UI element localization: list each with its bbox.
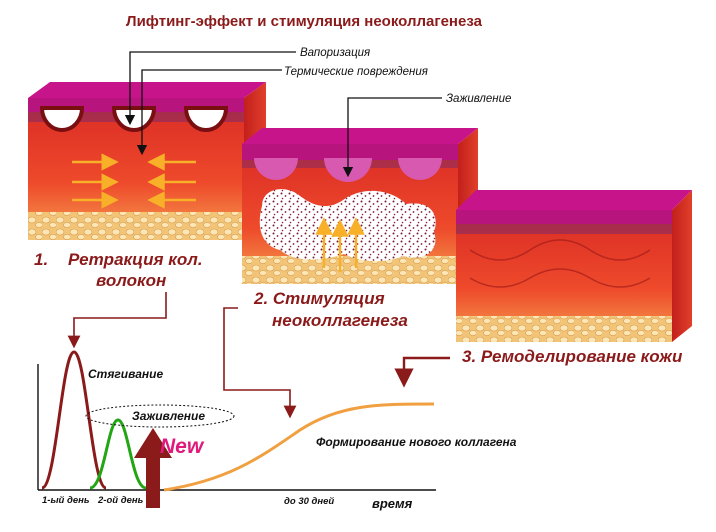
- x-axis-label: время: [372, 496, 413, 511]
- new-badge: New: [160, 435, 205, 458]
- label-thermal-damage: Термические повреждения: [284, 66, 428, 78]
- page-title: Лифтинг-эффект и стимуляция неоколлагене…: [126, 13, 483, 30]
- connector-step1: [67, 292, 167, 349]
- label-collagen-formation: Формирование нового коллагена: [316, 435, 517, 449]
- label-healing-graph: Заживление: [132, 409, 205, 423]
- healing-ellipse: [85, 404, 235, 428]
- tick-day30: до 30 дней: [284, 496, 334, 507]
- step2-line1: 2. Стимуляция: [253, 289, 385, 308]
- pointer-vaporization: [124, 51, 296, 126]
- step1-line1: Ретракция кол.: [68, 250, 203, 269]
- pointer-thermal-damage: [136, 69, 282, 156]
- healing-curve: [89, 418, 147, 490]
- step3-label: 3. Ремоделирование кожи: [462, 347, 683, 366]
- new-arrow-icon: [134, 428, 172, 508]
- tick-day1: 1-ый день: [42, 495, 90, 506]
- label-contraction: Стягивание: [88, 367, 163, 381]
- step1-line2: волокон: [96, 271, 166, 290]
- skin-block-1: [28, 82, 266, 240]
- contraction-curve: [41, 350, 107, 490]
- pointer-healing: [342, 97, 442, 178]
- connector-step3: [394, 356, 450, 388]
- skin-block-2: [242, 128, 478, 284]
- step2-line2: неоколлагенеза: [272, 311, 408, 330]
- connector-step2: [223, 307, 297, 419]
- label-healing-top: Заживление: [446, 93, 511, 105]
- collagen-curve: [163, 402, 435, 492]
- timeline-graph: Стягивание Заживление New Формирование н…: [37, 350, 517, 511]
- step1-number: 1.: [34, 250, 48, 269]
- tick-day2: 2-ой день: [97, 495, 144, 506]
- label-vaporization: Вапоризация: [300, 47, 370, 59]
- skin-block-3: [456, 190, 692, 342]
